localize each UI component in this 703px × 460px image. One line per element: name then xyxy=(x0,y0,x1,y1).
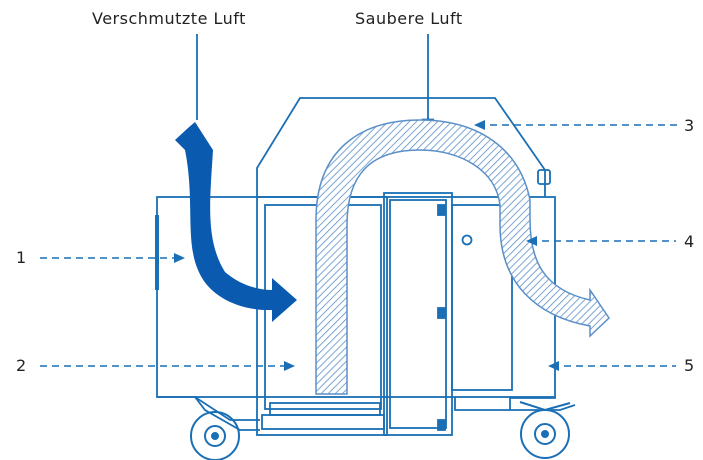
right-panel xyxy=(451,204,513,391)
dirty-air-arrow xyxy=(175,122,297,322)
right-wheel xyxy=(519,401,571,459)
callout-3: 3 xyxy=(684,116,694,135)
dirty-air-label: Verschmutzte Luft xyxy=(92,9,246,28)
callout-5: 5 xyxy=(684,356,694,375)
callout-1: 1 xyxy=(16,248,26,267)
callout-arrowheads xyxy=(174,120,559,371)
door-panel xyxy=(383,192,453,436)
left-wheel xyxy=(190,411,240,460)
machine-hood xyxy=(256,97,551,197)
callout-lines xyxy=(40,124,678,367)
clean-air-arrow xyxy=(315,119,610,395)
clean-air-label: Saubere Luft xyxy=(355,9,463,28)
callout-4: 4 xyxy=(684,232,694,251)
callout-2: 2 xyxy=(16,356,26,375)
